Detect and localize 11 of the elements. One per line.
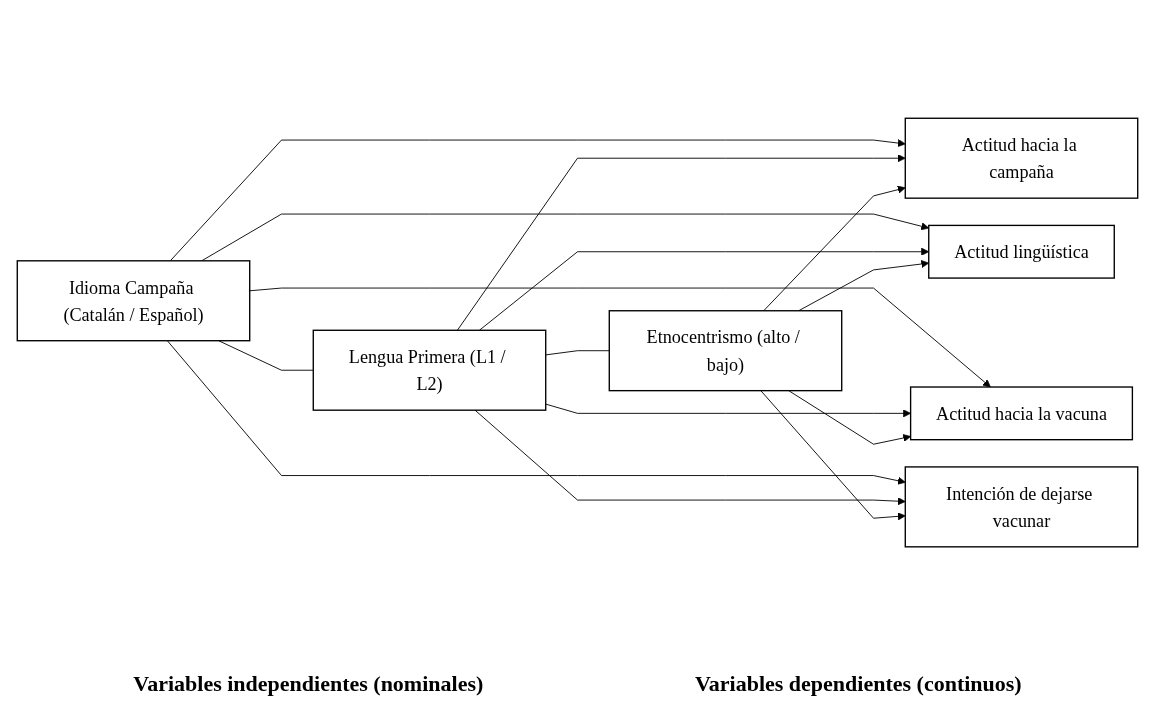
node-box: Intención de dejarse vacunar: [904, 466, 1139, 548]
node-box: Actitud hacia la vacuna: [909, 386, 1134, 441]
axis-caption: Variables independientes (nominales): [133, 671, 484, 697]
connector: [218, 340, 314, 371]
node-box: Actitud hacia la campaña: [904, 117, 1139, 199]
node-box: Etnocentrismo (alto / bajo): [608, 310, 843, 392]
node-box: Actitud lingüística: [928, 224, 1115, 279]
axis-caption: Variables dependientes (continuos): [694, 671, 1022, 697]
node-box: Idioma Campaña (Catalán / Español): [16, 260, 251, 342]
connector: [545, 350, 610, 356]
node-box: Lengua Primera (L1 / L2): [312, 329, 547, 411]
